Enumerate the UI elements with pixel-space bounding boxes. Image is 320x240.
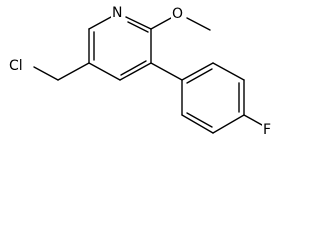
bond-ar-4-5 — [212, 114, 245, 134]
chemical-structure-diagram: N O Cl F — [8, 5, 273, 138]
bond-ar-1-2-double — [186, 68, 213, 84]
bond-n1-c2 — [125, 16, 152, 30]
bond-n1-c2-double — [127, 21, 149, 33]
bond-ar-1-2 — [181, 62, 214, 81]
bond-c3-c1prime — [150, 62, 183, 81]
bond-c2-o — [150, 17, 172, 30]
bond-c3-c4 — [119, 62, 152, 81]
bond-c3-c4-double — [120, 60, 147, 76]
structure-bonds — [33, 16, 263, 134]
atom-label-chlorine: Cl — [8, 58, 24, 74]
bond-ar-2-3 — [212, 62, 245, 81]
bond-c4-c5 — [88, 62, 121, 81]
atom-label-nitrogen: N — [111, 5, 124, 21]
bond-o-ch3 — [186, 17, 211, 31]
bond-c6-n1 — [88, 16, 112, 30]
bond-ar-5-6-double — [186, 112, 213, 128]
bond-c4prime-f — [243, 114, 263, 126]
bond-c5-ch2 — [57, 62, 90, 81]
bond-ch2-cl — [33, 66, 59, 81]
bond-ar-5-6 — [181, 114, 214, 134]
atom-label-fluorine: F — [262, 122, 273, 138]
atom-label-oxygen: O — [171, 6, 185, 22]
